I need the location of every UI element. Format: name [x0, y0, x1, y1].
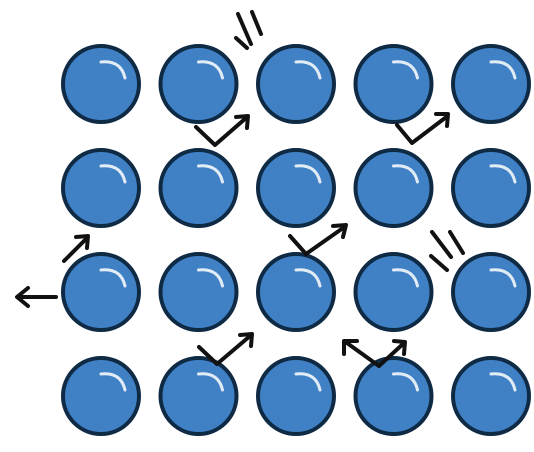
particle: [158, 252, 239, 332]
particle: [158, 44, 239, 124]
particle: [451, 356, 531, 436]
particle: [353, 356, 434, 436]
particle-highlight: [99, 60, 127, 80]
particle: [451, 44, 531, 124]
particle: [256, 356, 336, 436]
particle-highlight: [489, 268, 517, 288]
motion-arrow: [395, 112, 450, 145]
particle-highlight: [294, 164, 322, 184]
particle-highlight: [197, 268, 224, 288]
particle-body: [256, 252, 336, 332]
vibration-mark: [234, 10, 263, 50]
particle: [61, 252, 141, 332]
double-motion-arrow: [342, 339, 407, 368]
particle-body: [451, 148, 531, 228]
arrow-layer: [15, 10, 465, 368]
particle-highlight: [392, 60, 419, 80]
escape-arrow: [15, 286, 58, 308]
particle-highlight: [197, 60, 224, 80]
particle: [353, 252, 434, 332]
vibration-mark: [429, 230, 465, 272]
particle-highlight: [489, 60, 517, 80]
particle-highlight: [197, 164, 224, 184]
particle-body: [256, 148, 336, 228]
particle: [451, 252, 531, 332]
particle-highlight: [392, 164, 419, 184]
particle: [256, 148, 336, 228]
particle-highlight: [294, 268, 322, 288]
particle-body: [158, 252, 239, 332]
particle-body: [353, 44, 434, 124]
particle-body: [158, 148, 239, 228]
particle-highlight: [197, 372, 224, 392]
particle-body: [61, 356, 141, 436]
particle-grid: [61, 44, 531, 436]
motion-arrow: [194, 114, 250, 147]
particle: [256, 252, 336, 332]
particle-highlight: [99, 164, 127, 184]
particle-body: [158, 356, 239, 436]
particle: [61, 356, 141, 436]
particle-body: [353, 252, 434, 332]
particle-highlight: [392, 372, 419, 392]
particle-body: [61, 44, 141, 124]
particle-body: [451, 356, 531, 436]
particle-body: [256, 356, 336, 436]
particle-body: [61, 148, 141, 228]
motion-arrow: [288, 223, 348, 256]
particle: [61, 44, 141, 124]
particle-body: [256, 44, 336, 124]
particle-body: [158, 44, 239, 124]
particle-highlight: [489, 164, 517, 184]
particle-highlight: [294, 372, 322, 392]
particle: [256, 44, 336, 124]
particle-body: [451, 252, 531, 332]
particle-highlight: [294, 60, 322, 80]
particle-body: [451, 44, 531, 124]
particle: [158, 148, 239, 228]
particle: [158, 356, 239, 436]
particle-highlight: [99, 372, 127, 392]
motion-arrow: [62, 234, 90, 263]
particle-body: [61, 252, 141, 332]
particle-body: [353, 148, 434, 228]
particle: [451, 148, 531, 228]
particle-body: [353, 356, 434, 436]
particle-highlight: [489, 372, 517, 392]
motion-arrow: [197, 332, 254, 366]
particle: [353, 148, 434, 228]
particle: [61, 148, 141, 228]
particle-highlight: [392, 268, 419, 288]
particle: [353, 44, 434, 124]
particle-highlight: [99, 268, 127, 288]
